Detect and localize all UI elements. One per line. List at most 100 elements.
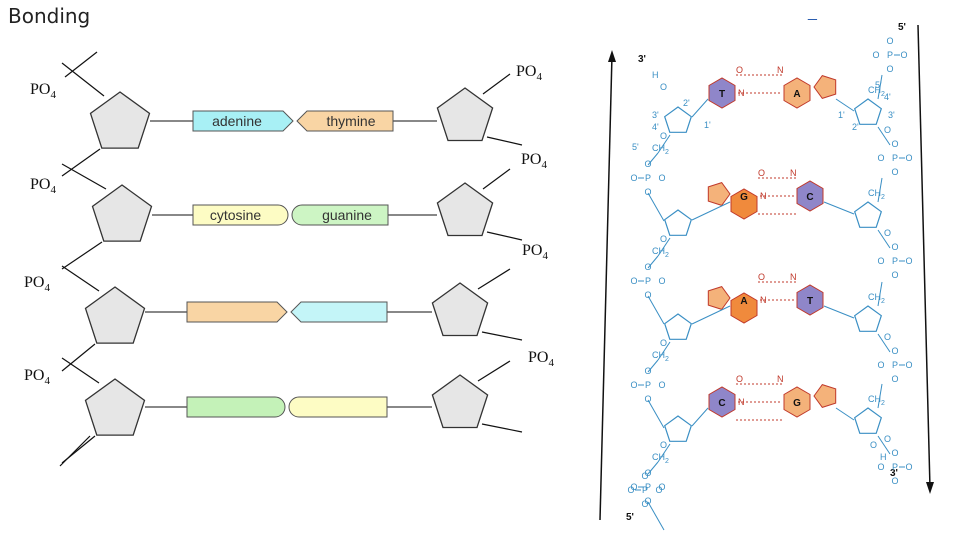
bond (647, 399, 665, 429)
oxygen-atom: O (644, 468, 651, 478)
nitrogen-atom: N (777, 65, 784, 75)
oxygen-atom: O (655, 485, 662, 495)
bond (691, 305, 731, 325)
bond (647, 192, 665, 222)
bond (691, 407, 709, 427)
purine-ring (783, 77, 811, 109)
oxygen-atom: O (736, 374, 743, 384)
sugar-left (89, 91, 151, 149)
phosphorus-atom: P (645, 482, 651, 492)
phosphorus-atom: P (645, 380, 651, 390)
bond (877, 74, 883, 100)
backbone-line (482, 168, 511, 190)
prime-label: 2' (683, 98, 690, 108)
oxygen-atom: O (641, 471, 648, 481)
ch2-group: CH2 (652, 246, 669, 259)
arrowhead-icon (608, 50, 616, 62)
bond (877, 383, 883, 409)
sugar-ring-left (663, 313, 693, 340)
oxygen-atom: O (758, 168, 765, 178)
oxygen-atom: O (877, 462, 884, 472)
base-left (192, 110, 294, 132)
phosphorus-atom: P (645, 173, 651, 183)
oxygen-atom: O (660, 234, 667, 244)
oxygen-atom: O (627, 485, 634, 495)
base-letter: T (807, 296, 813, 307)
base-letter: T (719, 89, 725, 100)
base-letter: C (718, 398, 725, 409)
base-label-left: adenine (212, 113, 262, 129)
backbone-line (486, 136, 523, 146)
oxygen-atom: O (891, 374, 898, 384)
sugar-right (431, 374, 489, 429)
oxygen-atom: O (891, 270, 898, 280)
oxygen-atom: O (877, 153, 884, 163)
oxygen-atom: O (891, 139, 898, 149)
prime-label: 4' (884, 92, 891, 102)
nitrogen-atom: N (790, 272, 797, 282)
ch2-group: CH2 (652, 350, 669, 363)
bond (647, 152, 659, 166)
phosphate-label: PO4 (30, 81, 56, 101)
bond (877, 177, 883, 203)
oxygen-atom: O (658, 482, 665, 492)
oxygen-atom: O (630, 173, 637, 183)
base-right (290, 301, 388, 323)
oxygen-atom: O (644, 496, 651, 506)
phosphate-label: PO4 (30, 176, 56, 196)
oxygen-atom: O (905, 256, 912, 266)
prime-label: 3' (652, 110, 659, 120)
backbone-line (482, 73, 511, 95)
oxygen-atom: O (644, 159, 651, 169)
pyrimidine-ring (796, 284, 824, 316)
phosphorus-atom: P (892, 462, 898, 472)
sugar-ring-right (853, 201, 883, 228)
backbone-line (59, 435, 91, 467)
base-letter: A (740, 296, 747, 307)
pyrimidine-ring (708, 77, 736, 109)
oxygen-atom: O (630, 276, 637, 286)
oxygen-atom: O (658, 380, 665, 390)
oxygen-atom: O (891, 167, 898, 177)
sugar-ring-left (663, 106, 693, 133)
hydrogen-atom: H (880, 452, 887, 462)
oxygen-atom: O (660, 440, 667, 450)
hydrogen-atom: H (652, 70, 659, 80)
pyrimidine-ring (796, 180, 824, 212)
sugar-right (436, 182, 494, 237)
oxygen-atom: O (900, 50, 907, 60)
purine-ring (730, 188, 758, 220)
oxygen-atom: O (630, 482, 637, 492)
prime-label: 1' (838, 110, 845, 120)
base-left (192, 204, 289, 226)
bond (647, 461, 659, 475)
ch2-group: CH2 (868, 188, 885, 201)
backbone-line (61, 62, 105, 97)
bond (835, 98, 855, 112)
bond (877, 126, 891, 146)
pyrimidine-ring (708, 386, 736, 418)
bond (877, 435, 891, 455)
oxygen-atom: O (872, 50, 879, 60)
purine-ring-5 (707, 182, 731, 206)
phosphate-label: PO4 (24, 367, 50, 387)
sugar-right (436, 87, 494, 142)
phosphorus-atom: P (892, 256, 898, 266)
header-mark: _ (808, 4, 817, 21)
backbone-line (61, 163, 107, 190)
backbone-line (64, 51, 98, 78)
base-right (296, 110, 394, 132)
base-letter: A (793, 89, 800, 100)
prime-label: 2' (852, 122, 859, 132)
oxygen-atom: O (884, 434, 891, 444)
strand-arrow-left (599, 54, 613, 521)
base-left (186, 396, 286, 418)
oxygen-atom: O (644, 366, 651, 376)
base-letter: G (740, 192, 748, 203)
bond (823, 305, 855, 319)
arrowhead-icon (926, 482, 934, 494)
oxygen-atom: O (644, 290, 651, 300)
ch2-group: CH2 (868, 292, 885, 305)
